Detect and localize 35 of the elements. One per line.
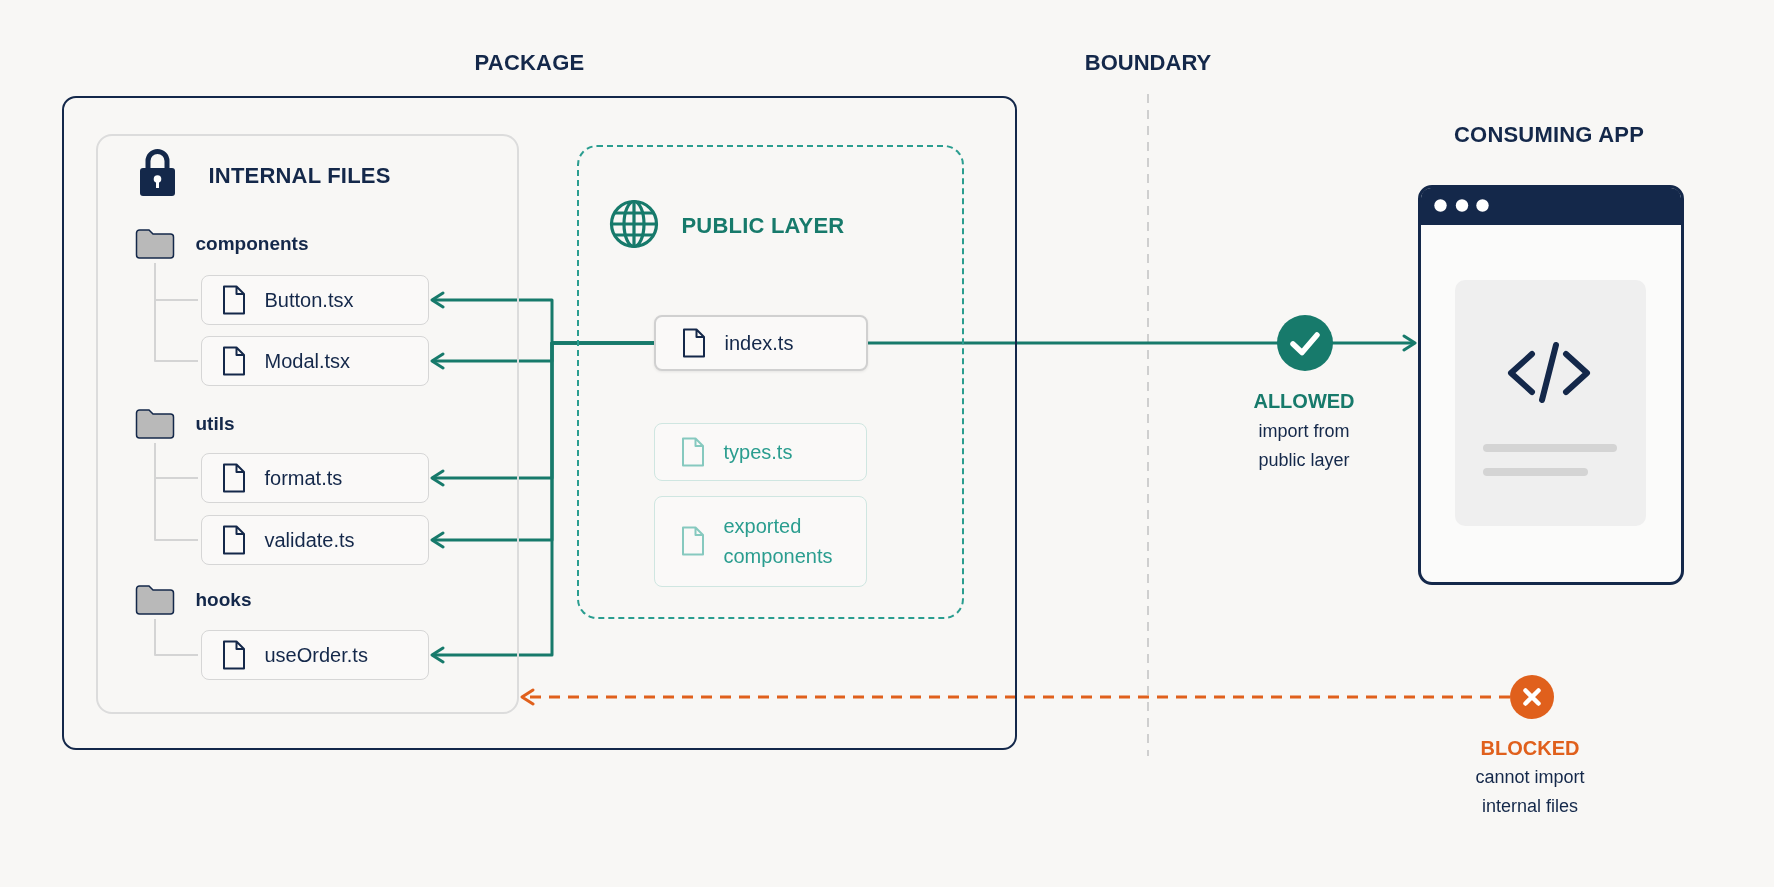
- file-card: [200, 452, 429, 503]
- folder-name: hooks: [195, 587, 252, 612]
- file-name: Modal.tsx: [264, 348, 351, 374]
- note-text: cannot import internal files: [1474, 766, 1586, 818]
- section-title: CONSUMING APP: [1453, 121, 1645, 149]
- file-card: [200, 514, 429, 565]
- status-label: BLOCKED: [1479, 736, 1581, 761]
- file-name: types.ts: [723, 439, 793, 465]
- dashed-panel: [576, 144, 964, 619]
- file-name: Button.tsx: [264, 287, 354, 313]
- file-card: [200, 629, 429, 680]
- cross-icon: [1510, 675, 1554, 719]
- section-title: INTERNAL FILES: [208, 161, 392, 190]
- arrow: [430, 341, 654, 664]
- status-label: ALLOWED: [1252, 389, 1356, 414]
- file-card: [200, 274, 429, 325]
- file-name: useOrder.ts: [264, 642, 368, 668]
- files-panel: [95, 133, 519, 714]
- divider-label: BOUNDARY: [1083, 49, 1213, 77]
- file-card: [653, 314, 868, 371]
- dashed-arrow: [520, 688, 1510, 706]
- section-title: PUBLIC LAYER: [681, 211, 846, 240]
- file-name: exported components: [723, 514, 834, 569]
- file-card: [653, 422, 867, 481]
- folder-name: components: [195, 231, 309, 256]
- note-text: import from public layer: [1257, 420, 1351, 472]
- file-card: [653, 495, 867, 587]
- arrow: [868, 334, 1417, 352]
- section-title: PACKAGE: [473, 48, 586, 77]
- file-name: validate.ts: [264, 527, 355, 553]
- file-name: index.ts: [724, 330, 794, 356]
- file-name: format.ts: [264, 465, 343, 491]
- connector-line: [154, 618, 199, 656]
- file-card: [200, 335, 429, 386]
- folder-name: utils: [195, 411, 235, 436]
